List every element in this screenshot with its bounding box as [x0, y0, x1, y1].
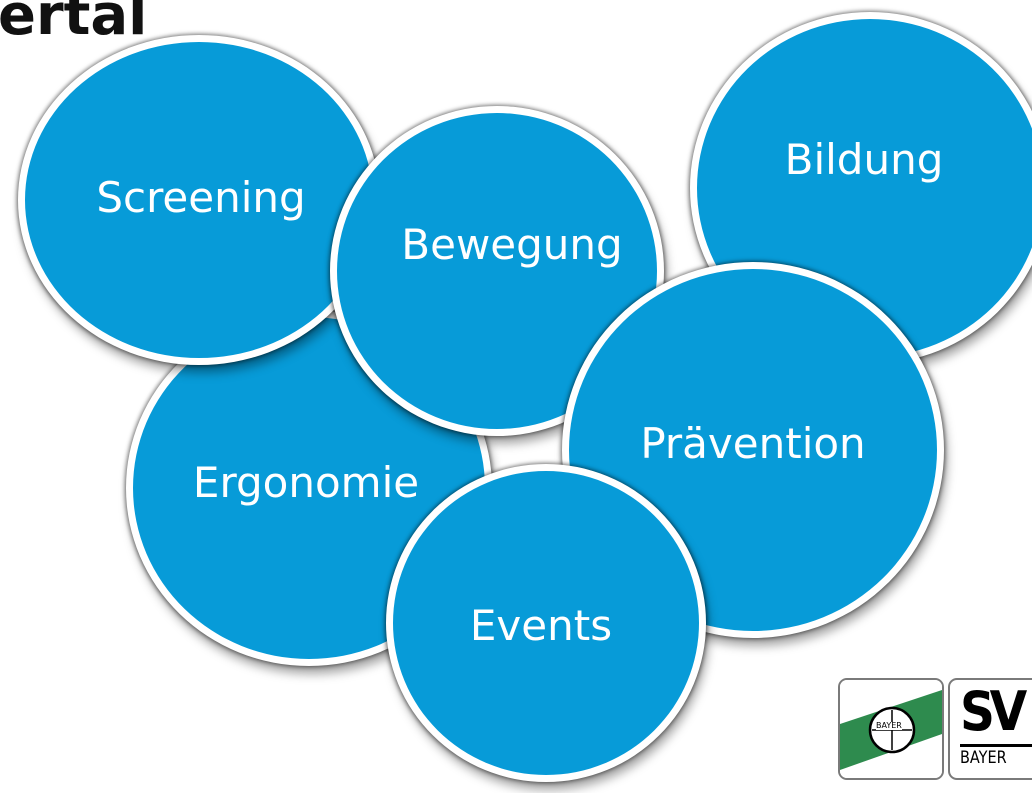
page-heading: ertal — [0, 0, 148, 48]
bubble-screening — [18, 35, 380, 365]
svb-logo-badge: SV BAYER — [948, 678, 1032, 780]
svb-divider — [960, 744, 1032, 747]
label-bewegung: Bewegung — [401, 220, 623, 269]
label-bildung: Bildung — [784, 135, 944, 184]
svb-mark: SV — [960, 680, 1027, 743]
label-ergonomie: Ergonomie — [192, 458, 420, 507]
svb-bayer-text: BAYER — [960, 748, 1007, 768]
bayer-logo-badge: BAYER — [838, 678, 944, 780]
label-screening: Screening — [96, 173, 306, 222]
bayer-cross-text: BAYER — [876, 721, 902, 730]
label-events: Events — [469, 601, 613, 650]
bubble-events — [386, 464, 706, 782]
label-praevention: Prävention — [640, 419, 866, 468]
